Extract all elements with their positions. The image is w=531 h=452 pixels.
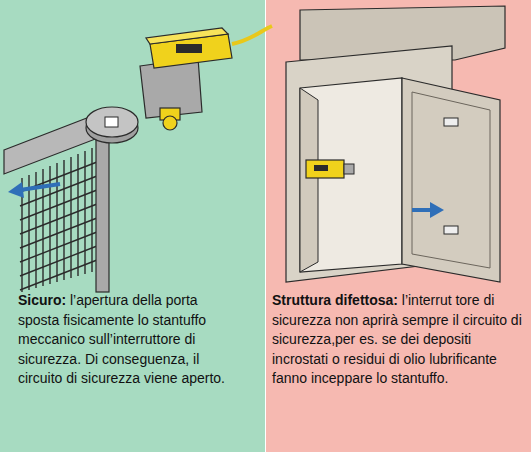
gate-arm (4, 116, 98, 174)
cam-hole (105, 117, 118, 127)
gate-post (96, 128, 109, 292)
switch-label (176, 44, 202, 53)
text-block: Sicuro:l’apertura della porta sposta fis… (18, 291, 242, 389)
hinge (444, 226, 458, 234)
door-arrow-head (430, 202, 444, 218)
safe-panel: Sicuro:l’apertura della porta sposta fis… (0, 0, 265, 452)
switch-head-top (146, 28, 228, 44)
switch-cable (232, 26, 272, 44)
gate-mesh (20, 148, 97, 292)
heading-text: Struttura difettosa: (272, 292, 398, 308)
text-block: Struttura difettosa:l’interrut tore di s… (272, 291, 522, 389)
faulty-panel: Struttura difettosa:l’interrut tore di s… (266, 0, 531, 452)
panel-divider (265, 0, 266, 452)
hinge (444, 118, 458, 126)
faulty-switch-label (314, 165, 328, 171)
plunger-roller (163, 116, 177, 130)
heading-text: Sicuro: (18, 292, 66, 308)
faulty-panel-ground (266, 0, 531, 452)
safe-panel-ground (0, 0, 265, 452)
cam-disc-top (86, 107, 138, 137)
door-panel-line (412, 92, 490, 268)
cabinet-inner-wall (300, 88, 318, 272)
cabinet-opening (300, 78, 402, 272)
opening-arrow-head (8, 182, 24, 198)
faulty-switch (306, 160, 344, 178)
door-arrow (412, 208, 432, 212)
cabinet-door (402, 78, 500, 282)
opening-arrow (20, 184, 60, 190)
faulty-switch-plunger (344, 164, 354, 174)
